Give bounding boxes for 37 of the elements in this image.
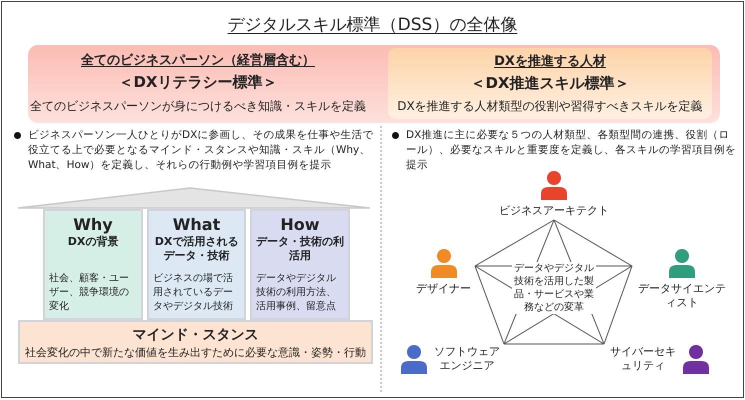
role-label: ビジネスアーキテクト xyxy=(499,204,609,218)
pillar-box xyxy=(250,209,350,320)
foundation-description: 社会変化の中で新たな価値を生み出すために必要な意識・姿勢・行動 xyxy=(25,346,366,359)
header-band xyxy=(28,45,720,123)
bullet-text: DX推進に主に必要な５つの人材類型、各類型間の連携、役割（ロール）、必要なスキルと重要度を定義し、各スキルの学習項目例を提示 xyxy=(406,128,737,173)
pillar-subheading: DXで活用されるデータ・技術 xyxy=(154,235,238,262)
role-label: サイバーセキュリティ xyxy=(609,345,677,373)
description-text: DXを推進する人材類型の役割や習得すべきスキルを定義 xyxy=(397,99,703,113)
diagram-title: デジタルスキル標準（DSS）の全体像 xyxy=(228,15,518,35)
connector-line xyxy=(604,266,632,344)
header-box xyxy=(388,48,712,119)
pillar-box xyxy=(43,209,143,320)
standard-name: ＜DXリテラシー標準＞ xyxy=(118,73,278,91)
standard-name: ＜DX推進スキル標準＞ xyxy=(470,74,630,92)
bullet-text: ビジネスパーソン一人ひとりがDXに参画し、その成果を仕事や生活で役立てる上で必要となるマインド・スタンスや知識・スキル（Why、What、How）を定義し、それらの行動例や学習項目例を提示 xyxy=(28,128,374,173)
connector-line xyxy=(474,220,554,266)
center-text: データやデジタル技術を活用した製品・サービスや業務などの変革 xyxy=(512,262,596,314)
role-label: デザイナー xyxy=(416,282,471,296)
pillar-description: データやデジタル技術の利用方法、活用事例、留意点 xyxy=(256,272,337,314)
foundation-box xyxy=(18,320,373,364)
pillar-subheading: データ・技術の利活用 xyxy=(256,235,344,262)
role-label: データサイエンティスト xyxy=(637,282,727,310)
group-heading: 全てのビジネスパーソン（経営層含む） xyxy=(81,53,315,68)
description-text: 全てのビジネスパーソンが身につけるべき知識・スキルを定義 xyxy=(30,99,366,113)
foundation-heading: マインド・スタンス xyxy=(132,327,258,343)
group-heading: DXを推進する人材 xyxy=(494,54,606,69)
role-label: ソフトウェアエンジニア xyxy=(433,345,501,373)
pillar-description: 社会、顧客・ユーザー、競争環境の変化 xyxy=(49,272,130,314)
pillar-heading: Why xyxy=(73,215,113,235)
pillar-heading: How xyxy=(280,215,320,235)
connector-line xyxy=(474,266,504,344)
pillar-box xyxy=(147,209,246,320)
connector-line xyxy=(554,220,632,266)
pillar-subheading: DXの背景 xyxy=(68,235,118,248)
pillar-description: ビジネスの場で活用されているデータやデジタル技術 xyxy=(153,272,234,314)
roof-shape xyxy=(17,187,371,209)
pillar-heading: What xyxy=(172,215,220,235)
